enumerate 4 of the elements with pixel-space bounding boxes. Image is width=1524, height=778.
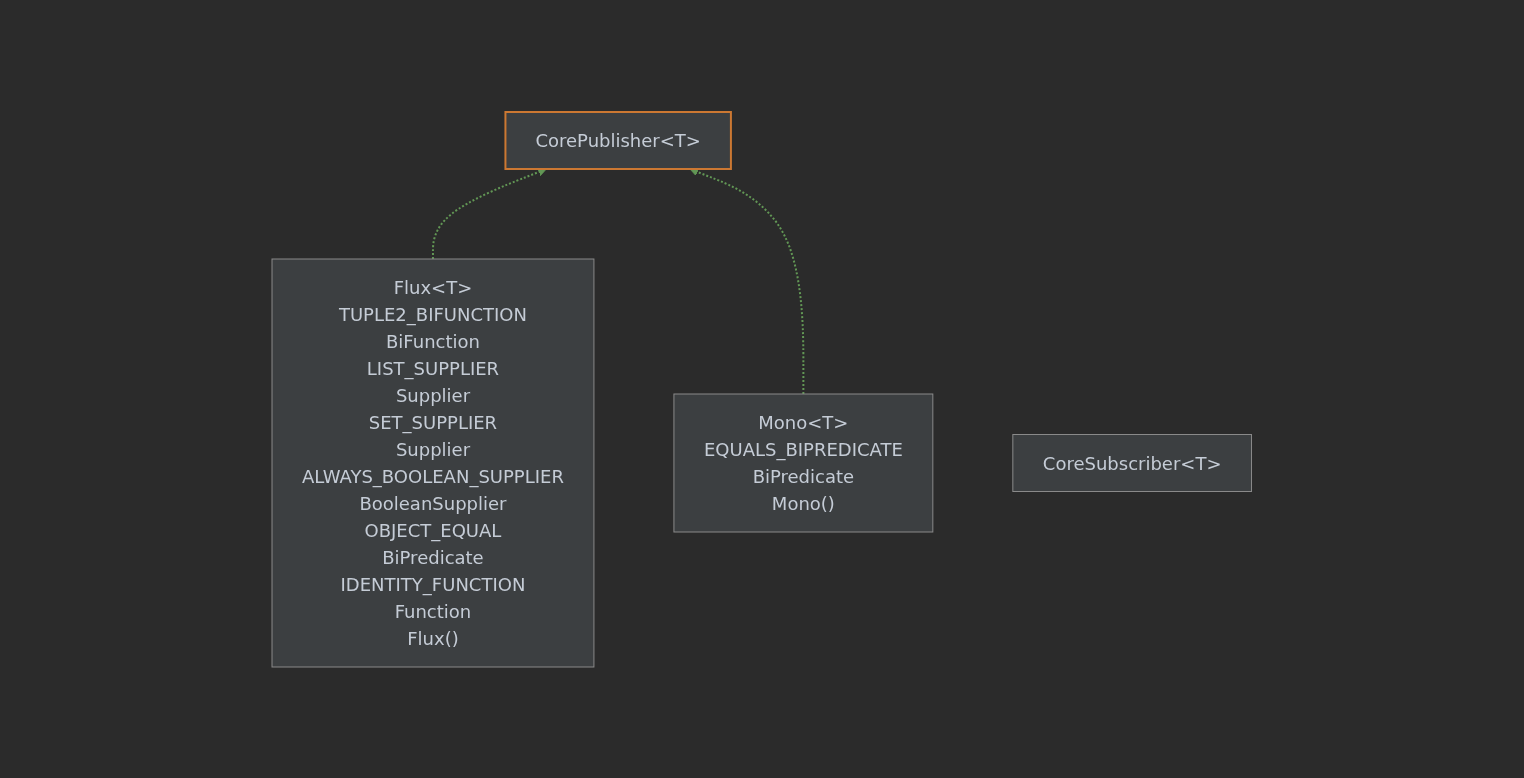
node-box: CorePublisher<T> bbox=[504, 110, 733, 170]
node-box: Mono<T> EQUALS_BIPREDICATE BiPredicate Mono() bbox=[673, 393, 934, 532]
node-box: Flux<T> TUPLE2_BIFUNCTION BiFunction LIST_SUPPLIER Supplier SET_SUPPLIER Supplier ALWAYS_BOOLEAN_SUPPLIER BooleanSupplier OBJECT_EQUAL BiPredicate IDENTITY_FUNCTION Function Flux() bbox=[271, 258, 595, 667]
node-box: CoreSubscriber<T> bbox=[1012, 433, 1253, 492]
